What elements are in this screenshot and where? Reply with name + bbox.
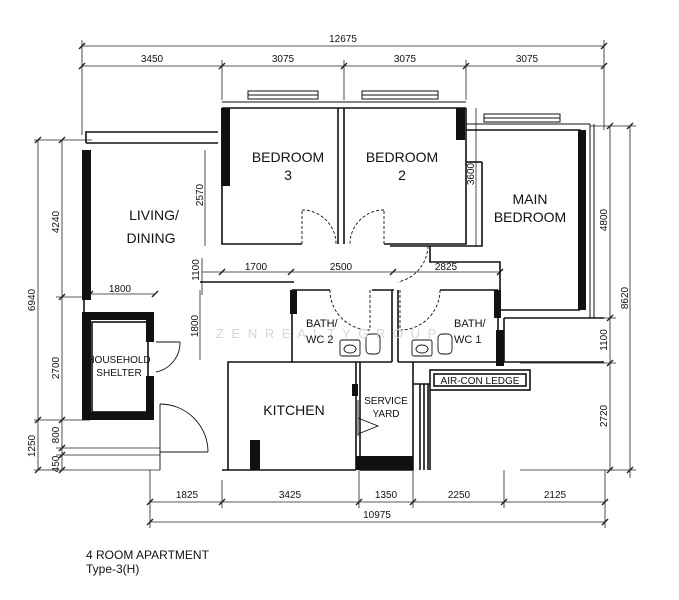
dim-left-450: 450 [51, 455, 62, 472]
wall-blocks [82, 108, 586, 470]
top-dimensions [78, 40, 608, 135]
label-main-bedroom-1: MAIN [513, 191, 548, 207]
label-bath-wc1-1: BATH/ [454, 318, 487, 330]
label-bedroom-2-name: BEDROOM [366, 149, 438, 165]
watermark: Z E N R E A L T Y G R O U P [216, 326, 438, 341]
label-bedroom-3-number: 3 [284, 167, 292, 183]
dim-left-800: 800 [51, 426, 62, 443]
dim-total-bottom: 10975 [363, 510, 391, 521]
label-household-shelter-2: SHELTER [96, 368, 141, 379]
dim-total-top: 12675 [329, 34, 357, 45]
label-living-dining-2: DINING [127, 230, 176, 246]
doors [155, 209, 441, 470]
windows [222, 90, 595, 318]
dim-living-1100: 1100 [191, 259, 202, 281]
label-bedroom-2-number: 2 [398, 167, 406, 183]
dim-bedroom3-2570: 2570 [195, 183, 206, 206]
label-bath-wc2-2: WC 2 [306, 334, 334, 346]
label-service-yard-1: SERVICE [364, 396, 408, 407]
dim-bath-1800: 1800 [190, 314, 201, 337]
dim-bottom-2125: 2125 [544, 490, 567, 501]
dim-right-overall: 8620 [620, 286, 631, 309]
dim-bedroom2-3600: 3600 [466, 162, 477, 185]
room-labels: BEDROOM 3 BEDROOM 2 MAIN BEDROOM LIVING/… [87, 149, 566, 420]
label-household-shelter-1: HOUSEHOLD [87, 355, 150, 366]
label-bath-wc1-2: WC 1 [454, 334, 482, 346]
dim-right-2720: 2720 [599, 404, 610, 427]
dim-mid-2825: 2825 [435, 262, 458, 273]
walls [83, 107, 604, 471]
plan-type: Type-3(H) [86, 562, 140, 576]
dim-bottom-2250: 2250 [448, 490, 471, 501]
dim-left-overall: 6940 [27, 288, 38, 311]
dim-right-1100: 1100 [599, 329, 610, 351]
label-aircon-ledge: AIR-CON LEDGE [441, 376, 520, 387]
dim-left-2700: 2700 [51, 356, 62, 379]
label-kitchen: KITCHEN [263, 402, 324, 418]
left-dimensions [34, 136, 160, 474]
dim-left-1250: 1250 [27, 434, 38, 457]
fixtures [339, 333, 453, 357]
label-bath-wc2-1: BATH/ [306, 318, 339, 330]
dim-top-2: 3075 [272, 54, 295, 65]
plan-title: 4 ROOM APARTMENT [86, 548, 209, 562]
dim-bottom-3425: 3425 [279, 490, 302, 501]
dim-shelter-1800: 1800 [109, 284, 132, 295]
dim-right-4800: 4800 [599, 208, 610, 231]
label-living-dining-1: LIVING/ [129, 207, 179, 223]
dim-top-1: 3450 [141, 54, 164, 65]
label-main-bedroom-2: BEDROOM [494, 209, 566, 225]
right-dimensions [520, 122, 636, 478]
interior-dimensions [86, 108, 504, 360]
label-service-yard-2: YARD [372, 409, 399, 420]
label-bedroom-3-name: BEDROOM [252, 149, 324, 165]
dim-left-4240: 4240 [51, 210, 62, 233]
dim-bottom-1825: 1825 [176, 490, 199, 501]
dim-top-4: 3075 [516, 54, 539, 65]
dim-mid-1700: 1700 [245, 262, 268, 273]
dim-top-3: 3075 [394, 54, 417, 65]
dim-mid-2500: 2500 [330, 262, 353, 273]
dim-bottom-1350: 1350 [375, 490, 398, 501]
bottom-dimensions [146, 470, 609, 528]
